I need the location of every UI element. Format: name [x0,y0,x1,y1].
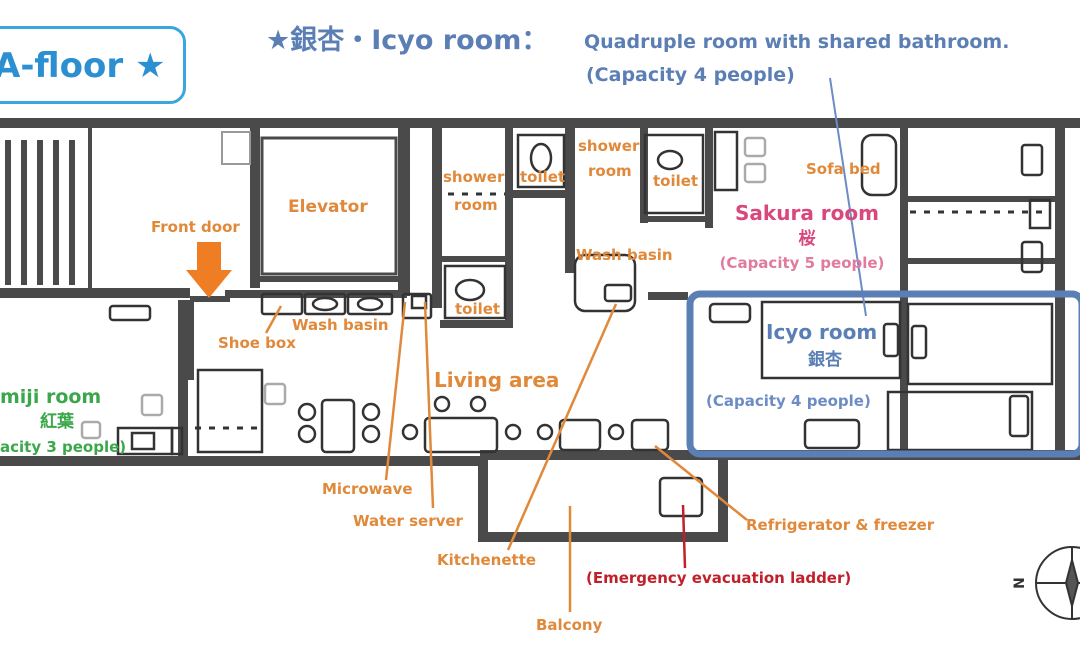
floor-title: A-floor ★ [0,46,166,86]
icyo-room-capacity: (Capacity 4 people) [706,392,871,410]
shoe-box-label: Shoe box [218,334,296,352]
compass-icon [1035,546,1080,620]
refrigerator-label: Refrigerator & freezer [746,516,935,534]
sakura-room-capacity: (Capacity 5 people) [719,254,885,272]
compass-north-label: N [1011,577,1028,589]
kitchenette-label: Kitchenette [437,551,537,569]
fixtures [80,130,1054,518]
toilet-2-label: toilet [455,300,501,318]
wash-basin-bath-label: Wash basin [576,246,673,264]
heading-main: ★銀杏・Icyo room： [266,25,549,56]
icyo-room-name: Icyo room [766,320,878,344]
icyo-room-kanji: 銀杏 [808,350,842,370]
sofa-bed-label: Sofa bed [806,160,881,178]
elevator-label: Elevator [288,197,368,217]
floor-badge [0,26,186,104]
heading-capacity: (Capacity 4 people) [586,64,795,86]
icyo-room-highlight [686,290,1080,458]
elevator-shaft [260,136,398,276]
momiji-room-capacity: acity 3 people) [0,438,127,456]
momiji-room-kanji: 紅葉 [40,412,74,432]
momiji-room-name: miji room [0,386,102,408]
sakura-room-name: Sakura room [735,201,879,225]
emergency-ladder-label: (Emergency evacuation ladder) [586,569,852,587]
toilet-1-label: toilet [520,168,566,186]
living-area-label: Living area [434,368,560,392]
front-door-arrow-icon [186,242,232,298]
sakura-room-kanji: 桜 [798,229,816,249]
shower-room-1-label-a: shower [443,168,505,186]
toilet-3-label: toilet [653,172,699,190]
wash-basin-hall-label: Wash basin [292,316,389,334]
front-door-label: Front door [151,218,240,236]
balcony-label: Balcony [536,616,603,634]
microwave-label: Microwave [322,480,413,498]
shower-room-2-label-b: room [588,162,632,180]
water-server-label: Water server [353,512,463,530]
staircase [5,140,75,285]
heading-description: Quadruple room with shared bathroom. [584,31,1010,53]
shower-room-1-label-b: room [454,196,498,214]
shower-room-2-label-a: shower [578,137,640,155]
